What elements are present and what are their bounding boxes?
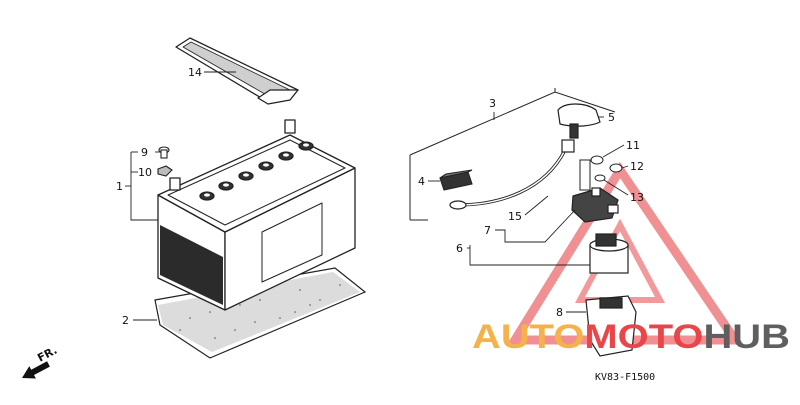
relay-rubber-cover bbox=[585, 295, 637, 357]
leader-lines bbox=[125, 71, 629, 321]
diagram-code: KV83-F1500 bbox=[595, 372, 655, 383]
terminal-nut bbox=[157, 165, 173, 177]
assembly-bracket-3 bbox=[409, 88, 616, 221]
arrow-icon bbox=[22, 361, 50, 379]
part-label-1: 1 bbox=[116, 180, 123, 193]
connector-plug bbox=[439, 169, 473, 191]
part-label-8: 8 bbox=[556, 306, 563, 319]
terminal-bolt bbox=[158, 146, 170, 159]
part-label-5: 5 bbox=[608, 111, 615, 124]
relay-body bbox=[589, 233, 629, 274]
part-label-12: 12 bbox=[630, 160, 644, 173]
watermark-word-moto: MOTO bbox=[584, 318, 703, 356]
terminal-cover bbox=[557, 103, 601, 139]
part-labels: 14 9 10 1 2 3 4 5 11 12 13 15 7 6 8 bbox=[116, 66, 644, 327]
part-label-14: 14 bbox=[188, 66, 202, 79]
part-label-11: 11 bbox=[626, 139, 640, 152]
part-label-10: 10 bbox=[138, 166, 152, 179]
battery bbox=[157, 119, 356, 311]
part-label-4: 4 bbox=[418, 175, 425, 188]
front-direction-arrow: FR. bbox=[22, 344, 59, 379]
part-label-9: 9 bbox=[141, 146, 148, 159]
part-label-7: 7 bbox=[484, 224, 491, 237]
part-label-2: 2 bbox=[122, 314, 129, 327]
watermark-word-auto: AUTO bbox=[472, 318, 584, 356]
part-label-6: 6 bbox=[456, 242, 463, 255]
battery-cable bbox=[449, 139, 575, 210]
part-label-13: 13 bbox=[630, 191, 644, 204]
part-label-3: 3 bbox=[489, 97, 496, 110]
starter-relay bbox=[571, 187, 619, 223]
battery-strap bbox=[175, 37, 299, 105]
battery-mat bbox=[154, 267, 367, 359]
watermark-word-hub: HUB bbox=[703, 318, 790, 356]
part-label-15: 15 bbox=[508, 210, 522, 223]
fuse-parts bbox=[579, 155, 623, 191]
direction-label: FR. bbox=[35, 344, 59, 365]
